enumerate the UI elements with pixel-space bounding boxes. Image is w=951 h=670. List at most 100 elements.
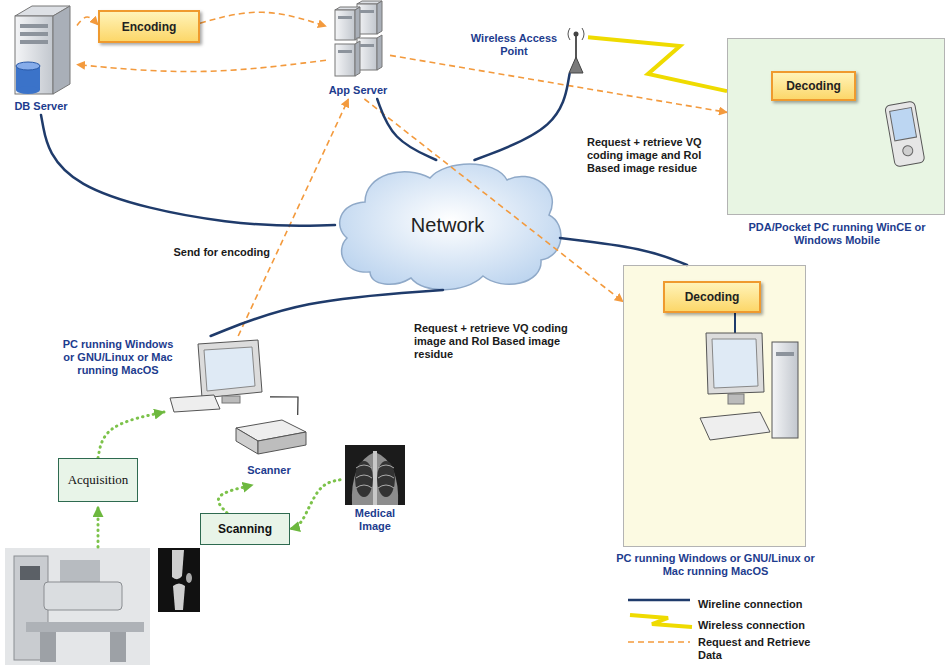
database-cylinder xyxy=(16,86,40,94)
label-holder: PC running Windows or GNU/Linux or Mac r… xyxy=(609,552,822,578)
device-cable xyxy=(734,313,736,333)
radio-wave xyxy=(568,28,570,40)
label-holder: Send for encoding xyxy=(160,242,272,260)
box-label: Acquisition xyxy=(68,472,129,488)
device-label: App Server xyxy=(326,84,390,97)
chest-xray xyxy=(345,445,405,505)
server-side xyxy=(53,6,70,94)
label-holder: Wireless Access Point xyxy=(465,32,563,58)
db-server: DB Server xyxy=(5,3,77,115)
pc-tower xyxy=(772,342,798,438)
monitor-screen xyxy=(204,347,255,391)
medical-image: Medical Image xyxy=(340,443,410,535)
legend-label: Wireless connection xyxy=(698,619,805,632)
server-front xyxy=(335,44,355,76)
radio-wave xyxy=(582,28,584,40)
drive-slot xyxy=(20,24,48,28)
label-holder: PDA/Pocket PC running WinCE or Windows M… xyxy=(728,221,946,247)
device-cable xyxy=(270,397,298,415)
machine-leg xyxy=(40,632,56,662)
device-label: Wireless Access Point xyxy=(465,32,563,58)
wireline-connection xyxy=(377,99,436,160)
legend-label: Wireline connection xyxy=(698,598,802,611)
label-holder: Request + retrieve VQ coding image and R… xyxy=(412,322,594,362)
scanner-icon xyxy=(236,420,306,454)
chest-outline xyxy=(352,452,398,505)
server-front xyxy=(335,10,355,40)
monitor-frame xyxy=(198,340,262,398)
pda-icon xyxy=(885,101,925,167)
process-box: Scanning xyxy=(200,513,290,545)
wireline-connection xyxy=(211,290,443,336)
edge-label: Request + retrieve VQ coding image and R… xyxy=(412,322,594,361)
legend-row: Wireless connection xyxy=(698,615,858,633)
wireless-connection xyxy=(588,37,727,91)
box-label: Decoding xyxy=(685,290,740,304)
legend-label: Request and Retrieve Data xyxy=(698,636,820,662)
box-label: Scanning xyxy=(218,522,272,536)
drive-slot xyxy=(338,16,352,19)
monitor-stand xyxy=(222,396,240,403)
xray-film xyxy=(158,548,200,612)
machine-leg xyxy=(110,632,126,662)
device-label: DB Server xyxy=(5,100,77,113)
panel-ground xyxy=(727,38,945,215)
machine-table xyxy=(26,622,144,632)
workflow-arrow xyxy=(218,485,252,513)
scanner-side xyxy=(236,428,258,454)
request-arrow xyxy=(77,17,98,25)
request-arrow xyxy=(77,60,326,71)
server-front xyxy=(15,16,53,94)
monitor-screen xyxy=(712,339,758,388)
process-box: Acquisition xyxy=(58,458,138,502)
database-cylinder xyxy=(16,62,40,70)
label-holder: DB Server xyxy=(5,100,77,113)
scanner-front xyxy=(258,432,306,454)
legend-row: Request and Retrieve Data xyxy=(698,636,820,663)
process-box: Encoding xyxy=(98,10,200,43)
scanner: Scanner xyxy=(228,415,310,485)
request-arrow xyxy=(390,55,727,112)
pc-icon xyxy=(170,340,262,412)
edge-label: Request + retrieve VQ coding image and R… xyxy=(585,136,725,175)
drive-slot xyxy=(20,32,48,36)
machine-panel xyxy=(20,566,40,580)
ribs xyxy=(356,465,394,488)
client-panel: PDA/Pocket PC running WinCE or Windows M… xyxy=(727,38,945,215)
panel-ground xyxy=(623,265,806,547)
wireline-connection xyxy=(475,74,570,160)
drive-slot xyxy=(776,352,794,356)
network-cloud: Network xyxy=(335,160,560,290)
bone xyxy=(172,550,184,579)
label-holder: Scanner xyxy=(228,464,310,477)
spine xyxy=(373,451,377,505)
photo-ground xyxy=(5,548,150,665)
legend-sample xyxy=(628,641,690,643)
bone xyxy=(186,573,192,583)
label-holder: Medical Image xyxy=(340,507,410,533)
drive-slot xyxy=(360,44,374,47)
label-holder: Request + retrieve VQ coding image and R… xyxy=(585,136,725,176)
pda-body xyxy=(885,101,925,167)
device-label: Medical Image xyxy=(340,507,410,533)
pc-workstation: PC running Windows or GNU/Linux or Mac r… xyxy=(58,336,270,412)
pda-button xyxy=(902,145,914,157)
device-label: Scanner xyxy=(228,464,310,477)
legend-sample xyxy=(628,599,690,602)
pda-screen xyxy=(890,107,917,140)
request-arrow xyxy=(200,12,326,26)
drive-slot xyxy=(20,40,48,44)
xray-machine-photo xyxy=(5,548,150,665)
xray-film xyxy=(345,445,405,505)
keyboard xyxy=(700,412,770,440)
device-label: PC running Windows or GNU/Linux or Mac r… xyxy=(609,552,822,578)
machine-head xyxy=(60,560,100,582)
server-side xyxy=(377,1,382,34)
process-box: Decoding xyxy=(771,71,856,101)
box-label: Encoding xyxy=(122,20,177,34)
device-label: PC running Windows or GNU/Linux or Mac r… xyxy=(58,338,178,377)
knee-xray xyxy=(158,548,200,612)
pc-icon xyxy=(700,313,798,440)
server-side xyxy=(355,41,360,76)
